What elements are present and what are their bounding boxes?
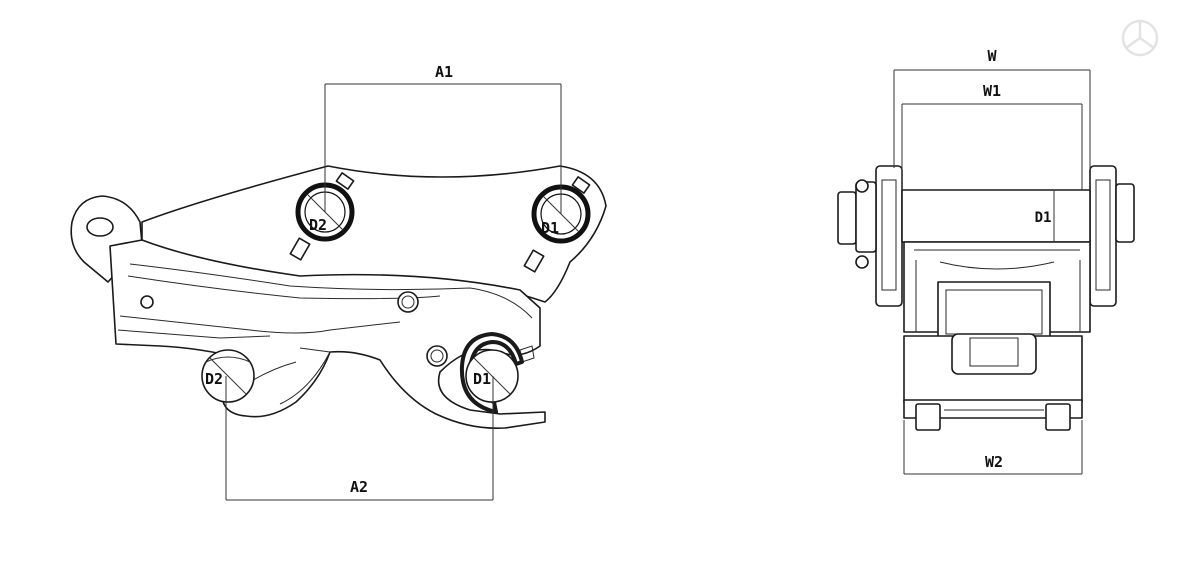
contour-line xyxy=(129,263,533,319)
left-grease-fitting xyxy=(855,255,869,269)
front-view: W W1 D1 W2 xyxy=(837,47,1135,475)
left-hook xyxy=(915,403,941,431)
contour-line xyxy=(117,329,271,339)
grease-nipple xyxy=(335,172,355,190)
right-pin-bolt xyxy=(1115,183,1135,243)
side-view: D2 D1 D2 D1 A1 A2 xyxy=(70,63,607,501)
contour-line xyxy=(119,315,401,334)
cylinder-block-inner xyxy=(969,337,1019,367)
left-cheek-inner xyxy=(881,179,897,291)
grease-nipple xyxy=(523,249,545,273)
label-d1-bottom: D1 xyxy=(473,370,491,388)
small-hole-inner xyxy=(401,295,415,309)
grease-nipple xyxy=(571,176,591,194)
top-pin-d1 xyxy=(901,189,1091,243)
label-d2-bottom: D2 xyxy=(205,370,223,388)
right-cheek-inner xyxy=(1095,179,1111,291)
label-d1-top: D1 xyxy=(541,219,559,237)
left-pin-bolt xyxy=(837,191,857,245)
right-cheek-plate xyxy=(1089,165,1117,307)
diameter-line xyxy=(209,357,247,395)
label-w: W xyxy=(987,47,997,65)
small-hole-inner xyxy=(430,349,444,363)
left-grease-fitting xyxy=(855,179,869,193)
contour-line xyxy=(939,261,1055,270)
lifting-eye-hole xyxy=(86,217,114,237)
left-pin-washer xyxy=(855,181,877,253)
watermark-logo xyxy=(1121,19,1159,57)
label-d1-side: D1 xyxy=(1035,210,1052,226)
label-w1: W1 xyxy=(983,82,1001,100)
label-a1: A1 xyxy=(435,63,453,81)
small-hole xyxy=(140,295,154,309)
contour-line xyxy=(279,347,331,405)
small-hole xyxy=(426,345,448,367)
cylinder-block xyxy=(951,333,1037,375)
label-a2: A2 xyxy=(350,478,368,496)
center-block xyxy=(937,281,1051,343)
label-d2-top: D2 xyxy=(309,216,327,234)
bottom-pin-bar xyxy=(903,399,1083,419)
grease-nipple xyxy=(289,237,311,261)
diameter-line xyxy=(473,357,511,395)
pin-d2-bottom-detail xyxy=(205,356,251,363)
small-hole xyxy=(397,291,419,313)
right-hook xyxy=(1045,403,1071,431)
label-w2: W2 xyxy=(985,453,1003,471)
left-cheek-plate xyxy=(875,165,903,307)
